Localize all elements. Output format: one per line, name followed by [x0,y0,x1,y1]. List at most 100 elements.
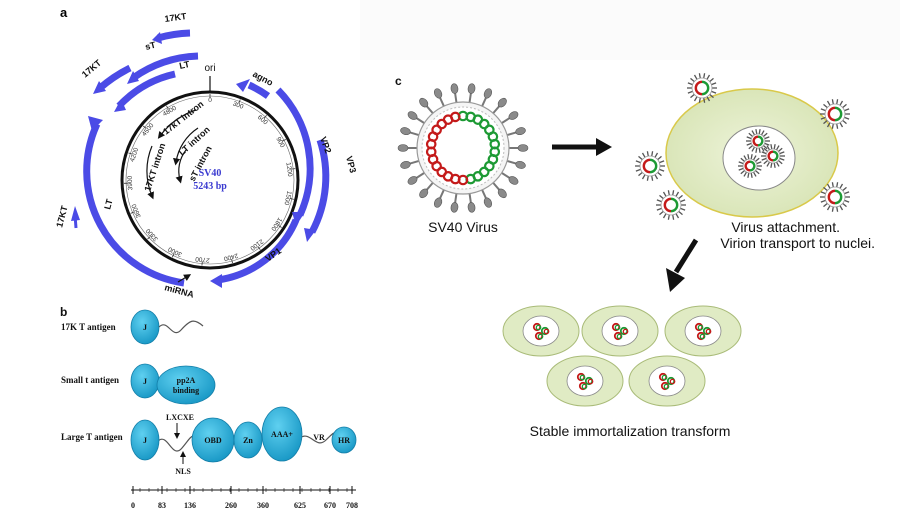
agno-arc [247,81,271,99]
axis-tick-label: 260 [225,501,237,510]
label-17kt-small: 17KT [54,204,69,228]
virion-spike [747,172,750,178]
dna-bead [436,166,448,178]
capsid-knob [450,202,459,213]
virion-spike [747,154,750,160]
panel-b-label: b [60,305,67,319]
axis-tick-label: 625 [294,501,306,510]
small-virion [820,182,850,212]
virion-spike [844,191,850,195]
small-virion [635,151,665,181]
virion-spike [844,108,850,112]
genome-tick-label: 1200 [284,162,293,178]
virion-spike [743,155,748,161]
integrated-dna [622,328,629,335]
genome-tick-label: 4200 [129,147,140,163]
virion-spike [773,144,776,150]
virion-spike [711,90,717,94]
virion-spike [777,147,783,152]
st-arrowhead [127,71,139,84]
virion-spike [635,160,641,164]
integrated-dna [669,378,676,385]
small-virion [656,190,686,220]
capsid-knob [433,88,443,99]
virion-spike [766,161,771,167]
small-t-j-label: J [143,377,147,386]
lt-intron-curve [173,127,199,166]
virion-spike [773,162,776,168]
arrow-to-transform-shaft [673,238,699,274]
virion-spike [738,167,744,171]
virion-spike [839,122,844,128]
capsid-knob [483,88,493,99]
label-17kt-left: 17KT [80,57,104,79]
panel-c-label: c [395,74,402,88]
capsid-knob [450,83,459,94]
virion-dna-green [834,189,843,205]
small-virion [746,129,770,153]
virion-spike [826,122,831,128]
virion-spike [756,161,762,165]
genome-tick-label: 2700 [195,255,210,263]
virion-spike [654,152,659,158]
panel-c-infection: c SV40 Virus Virus attachment. Virion tr… [395,73,875,439]
virus-caption: SV40 Virus [428,219,498,235]
vp1-arrowhead [210,274,222,288]
st-arc [130,52,199,81]
virion-dna-green [670,197,679,213]
label-lt-left: LT [102,197,114,210]
zn-label: Zn [243,436,253,445]
genome-tick-mark [130,211,135,214]
virion-spike [687,82,693,86]
genome-tick-mark [171,253,175,258]
transformed-cell [581,305,659,357]
integrated-dna [579,374,586,381]
arrow-to-cell-head [596,138,612,156]
integrated-dna [699,333,706,340]
label-17KT-intron: 17KT intron [142,142,167,193]
virion-spike [706,74,711,80]
virion-spike [839,100,844,106]
virion-spike [690,93,695,99]
ori-label: ori [204,63,215,74]
virion-spike [656,207,662,211]
virion-dna-green [649,158,658,174]
genome-tick-label: 600 [256,114,269,127]
virion-spike [651,151,654,157]
panel-a-label: a [60,5,68,20]
virion-spike [826,205,831,211]
virion-spike [752,171,757,177]
virion-spike [751,130,756,136]
virion-dna-green [834,106,843,122]
integrated-dna [614,324,621,331]
genome-tick-mark [263,115,267,119]
virion-spike [654,174,659,180]
virion-spike [678,194,683,200]
axis-tick-label: 136 [184,501,196,510]
virion-spike [820,108,826,112]
large-t-j-domain [130,419,160,461]
virion-spike [646,175,649,181]
aaa-label: AAA+ [271,430,293,439]
virion-spike [754,170,760,175]
host-nucleus [722,125,796,191]
virion-spike [820,191,826,195]
genome-tick-mark [291,168,296,170]
virion-spike [820,199,826,203]
genome-tick-mark [278,225,282,228]
genome-tick-label: 3900 [127,175,135,190]
virion-spike [831,123,834,129]
dna-bead [431,124,442,136]
small-virion [761,144,785,168]
virion-spike [662,191,667,197]
capsid-knob [497,97,507,108]
virion-spike [842,202,847,208]
genome-tick-mark [128,152,133,155]
17kt-top-arc [157,29,191,42]
virion-spike [831,182,834,188]
virion-spike [756,167,762,171]
virion-spike [675,191,680,197]
virion-spike [842,119,847,125]
